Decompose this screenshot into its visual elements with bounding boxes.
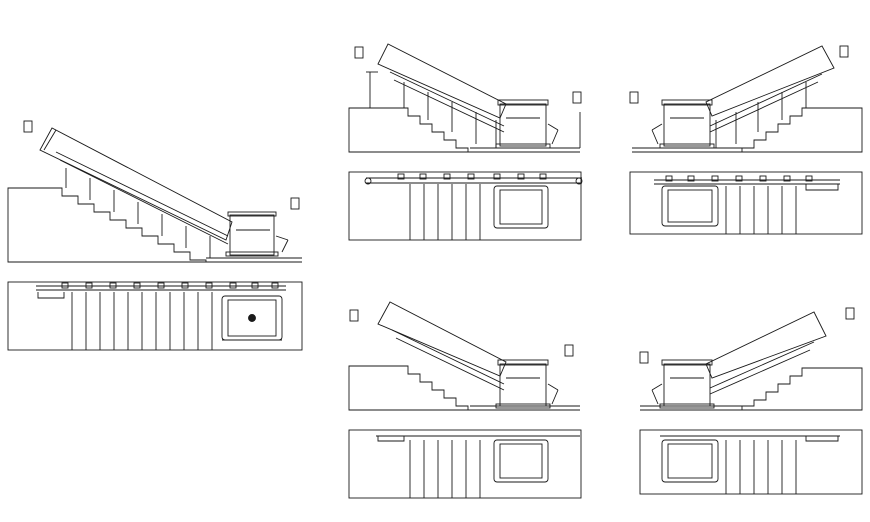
stair-profile — [348, 107, 469, 153]
stair-profile — [741, 367, 863, 411]
elevation-view — [348, 43, 582, 153]
plan-view — [629, 171, 863, 235]
elevation-view — [639, 307, 863, 411]
stair-profile — [741, 107, 863, 153]
stair-lift-view-top-right — [629, 45, 863, 235]
lift-carriage-plan — [493, 185, 549, 229]
stair-lift-view-bottom-right — [639, 307, 863, 495]
tread-lines — [725, 440, 797, 494]
tread-lines — [725, 186, 797, 234]
detail-tag — [23, 120, 300, 210]
lift-platform — [495, 359, 559, 409]
tread-lines — [409, 184, 481, 240]
lift-platform — [225, 211, 289, 257]
plan-view — [639, 429, 863, 495]
handrail-posts — [715, 82, 807, 148]
elevation-view — [348, 301, 580, 411]
plan-outline — [7, 281, 303, 351]
stair-lift-view-top-middle — [348, 43, 583, 241]
elevation-view — [629, 45, 863, 153]
detail-tag — [639, 307, 855, 364]
stair-lift-view-large — [7, 120, 303, 351]
rail-track — [377, 301, 507, 391]
handrail-posts — [65, 168, 211, 258]
lift-carriage-plan — [661, 439, 719, 483]
detail-tag — [629, 45, 849, 104]
tread-lines — [409, 440, 481, 498]
plan-outline — [348, 171, 582, 241]
lift-carriage-plan — [661, 185, 719, 227]
rail-track — [705, 45, 835, 133]
rail-brackets — [665, 175, 813, 182]
stair-profile — [7, 187, 207, 263]
stair-lift-view-bottom-middle — [348, 301, 582, 499]
plan-view — [348, 171, 583, 241]
plan-outline — [629, 171, 863, 235]
plan-view — [7, 281, 303, 351]
handrail-posts — [366, 71, 497, 148]
rail-track — [39, 127, 233, 245]
plan-outline — [639, 429, 863, 495]
rail-track — [377, 43, 507, 133]
tread-lines — [71, 292, 213, 350]
lift-carriage-plan — [493, 439, 549, 483]
lift-carriage-plan — [221, 295, 283, 341]
rail-brackets — [61, 282, 279, 289]
elevation-view — [7, 120, 302, 263]
lift-platform — [651, 99, 715, 149]
plan-view — [348, 429, 582, 499]
lift-platform — [495, 99, 581, 149]
lift-platform — [651, 359, 715, 409]
plan-outline — [348, 429, 582, 499]
rail-track — [705, 311, 827, 395]
detail-tag — [354, 46, 582, 104]
stair-profile — [348, 365, 469, 411]
rail-brackets — [397, 173, 547, 180]
detail-tag — [349, 309, 574, 357]
